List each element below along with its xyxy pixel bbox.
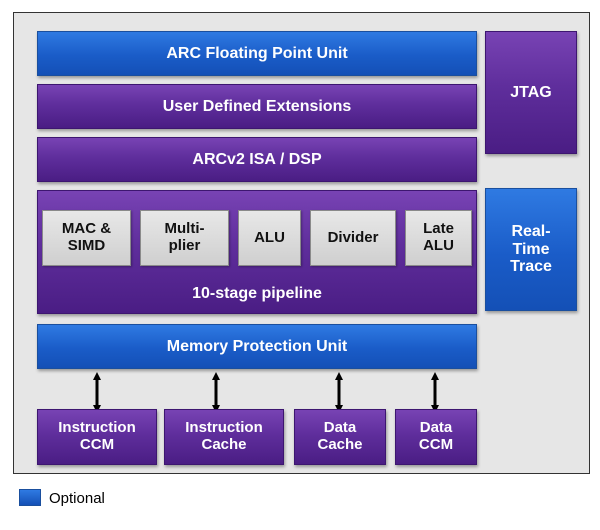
- memory-protection-unit: Memory Protection Unit: [37, 324, 477, 369]
- multiplier-unit: Multi- plier: [140, 210, 229, 266]
- legend-optional-swatch: [19, 489, 41, 506]
- legend-optional-label: Optional: [49, 490, 105, 507]
- pipeline-label: 10-stage pipeline: [192, 285, 322, 303]
- data-ccm-block: Data CCM: [395, 409, 477, 465]
- instruction-ccm-block: Instruction CCM: [37, 409, 157, 465]
- data-cache-block: Data Cache: [294, 409, 386, 465]
- floating-point-unit: ARC Floating Point Unit: [37, 31, 477, 76]
- jtag-block: JTAG: [485, 31, 577, 154]
- instruction-cache-block: Instruction Cache: [164, 409, 284, 465]
- isa-dsp-block: ARCv2 ISA / DSP: [37, 137, 477, 182]
- mac-simd-unit: MAC & SIMD: [42, 210, 131, 266]
- divider-unit: Divider: [310, 210, 396, 266]
- user-defined-extensions: User Defined Extensions: [37, 84, 477, 129]
- alu-unit: ALU: [238, 210, 301, 266]
- late-alu-unit: Late ALU: [405, 210, 472, 266]
- real-time-trace-block: Real- Time Trace: [485, 188, 577, 311]
